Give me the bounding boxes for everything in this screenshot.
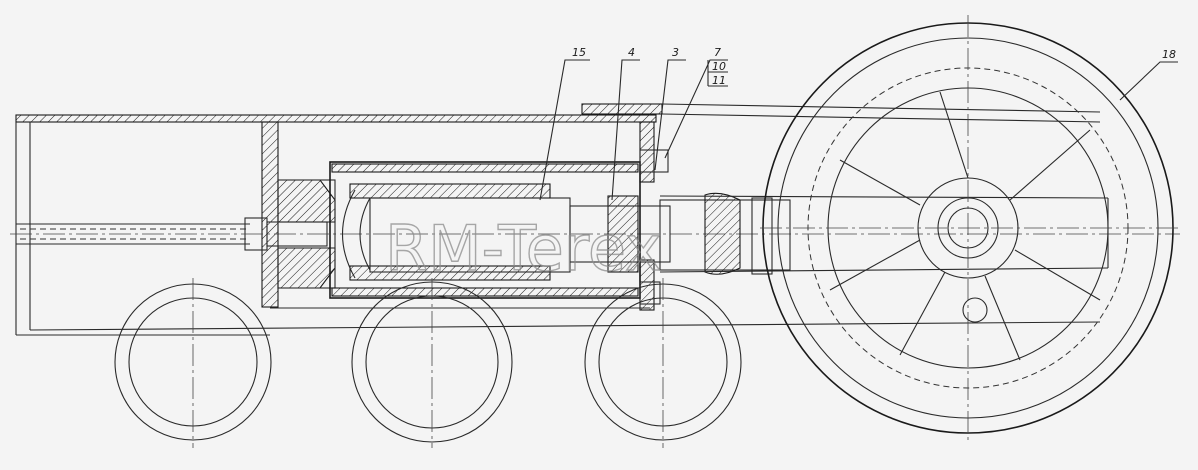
callout-3: 3 [672, 46, 679, 59]
callout-7: 7 [714, 46, 721, 59]
callout-labels: 15 4 3 7 10 11 18 [572, 46, 1176, 87]
drive-wheel-spokes [829, 91, 1101, 361]
cylinder [329, 161, 671, 299]
callout-leaders [539, 59, 1178, 201]
callout-10: 10 [712, 60, 726, 73]
housing [15, 103, 1101, 336]
watermark: RM-Terex [385, 212, 662, 285]
wheel-3 [584, 278, 742, 448]
wheel-1 [114, 278, 272, 448]
callout-11: 11 [712, 74, 726, 87]
wheel-2 [351, 278, 513, 448]
callout-18: 18 [1162, 48, 1176, 61]
threaded-rod [10, 217, 1180, 251]
drive-wheel [760, 15, 1180, 440]
piston-rod [639, 149, 791, 305]
left-clamp [277, 179, 336, 289]
callout-4: 4 [628, 46, 635, 59]
callout-15: 15 [572, 46, 586, 59]
